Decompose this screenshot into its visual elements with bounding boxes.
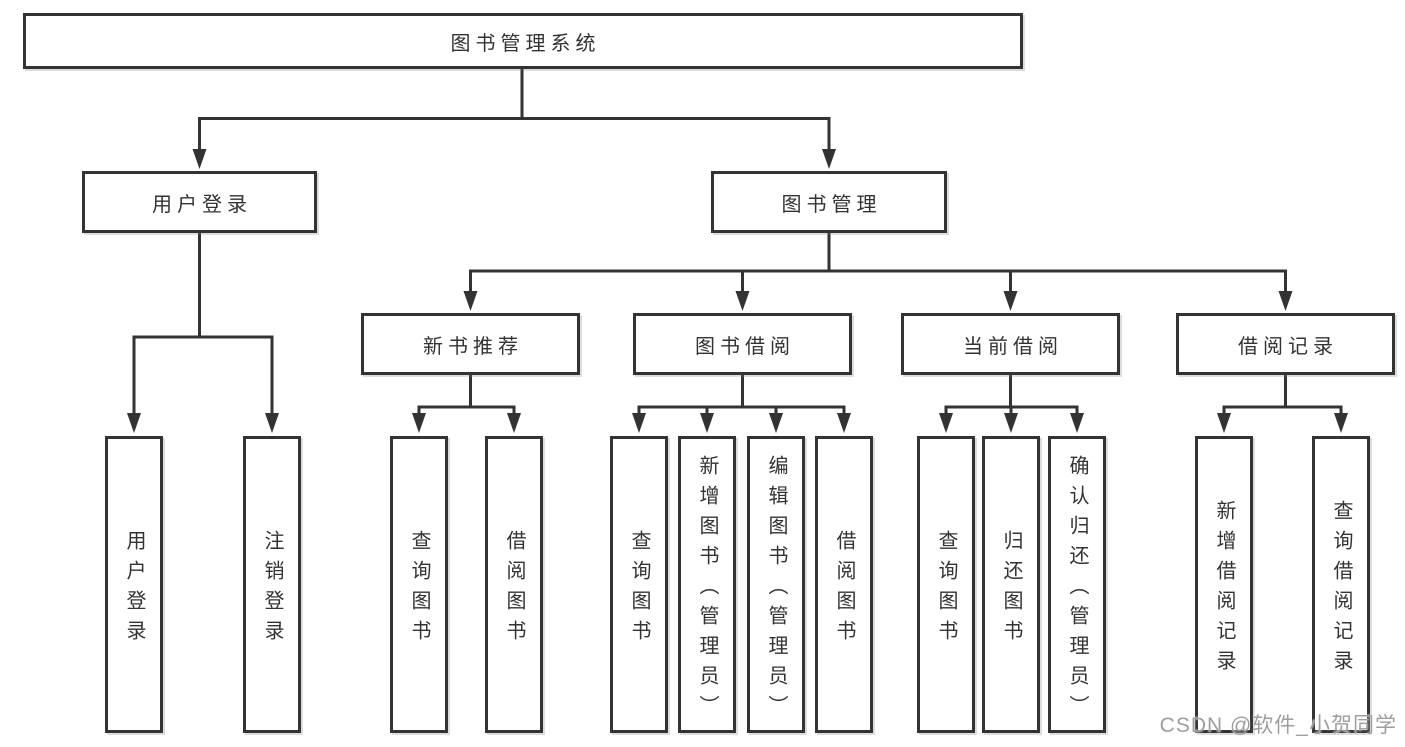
leaf-current-query-books: 查询图书 bbox=[917, 436, 975, 733]
leaf-borrowing-add-books-admin: 新增图书（管理员） bbox=[678, 436, 736, 733]
leaf-label: 确认归还（管理员） bbox=[1066, 454, 1088, 725]
leaf-borrowing-borrow-books: 借阅图书 bbox=[815, 436, 873, 733]
node-label: 图书管理系统 bbox=[450, 32, 601, 55]
leaf-label: 查询借阅记录 bbox=[1330, 499, 1352, 680]
leaf-current-return-books: 归还图书 bbox=[982, 436, 1040, 733]
node-book-management: 图书管理 bbox=[711, 171, 947, 233]
node-label: 借阅记录 bbox=[1238, 335, 1338, 358]
leaf-borrowing-edit-books-admin: 编辑图书（管理员） bbox=[747, 436, 805, 733]
node-label: 图书借阅 bbox=[695, 335, 795, 358]
arrowhead-icons bbox=[127, 149, 1348, 433]
node-label: 用户登录 bbox=[152, 193, 252, 216]
leaf-borrowing-query-books: 查询图书 bbox=[610, 436, 668, 733]
leaf-recommend-query-books: 查询图书 bbox=[390, 436, 448, 733]
node-label: 新书推荐 bbox=[423, 335, 523, 358]
node-book-borrowing: 图书借阅 bbox=[633, 313, 852, 375]
leaf-label: 查询图书 bbox=[628, 529, 650, 650]
leaf-label: 借阅图书 bbox=[833, 529, 855, 650]
leaf-recommend-borrow-books: 借阅图书 bbox=[485, 436, 543, 733]
leaf-label: 新增借阅记录 bbox=[1213, 499, 1235, 680]
leaf-records-query-record: 查询借阅记录 bbox=[1312, 436, 1370, 733]
node-label: 当前借阅 bbox=[963, 335, 1063, 358]
node-new-book-recommend: 新书推荐 bbox=[361, 313, 580, 375]
node-user-login: 用户登录 bbox=[82, 171, 317, 233]
leaf-label: 查询图书 bbox=[408, 529, 430, 650]
leaf-label: 编辑图书（管理员） bbox=[765, 454, 787, 725]
watermark: CSDN @软件_小贺同学 bbox=[1159, 714, 1397, 737]
leaf-label: 借阅图书 bbox=[503, 529, 525, 650]
leaf-label: 新增图书（管理员） bbox=[696, 454, 718, 725]
leaf-label: 查询图书 bbox=[935, 529, 957, 650]
leaf-records-add-record: 新增借阅记录 bbox=[1195, 436, 1253, 733]
node-current-borrowing: 当前借阅 bbox=[901, 313, 1120, 375]
leaf-label: 归还图书 bbox=[1000, 529, 1022, 650]
leaf-current-confirm-return-admin: 确认归还（管理员） bbox=[1048, 436, 1106, 733]
leaf-logout: 注销登录 bbox=[243, 436, 301, 733]
node-borrow-records: 借阅记录 bbox=[1176, 313, 1395, 375]
leaf-user-login: 用户登录 bbox=[105, 436, 163, 733]
node-library-management-system: 图书管理系统 bbox=[23, 13, 1023, 69]
leaf-label: 用户登录 bbox=[123, 529, 145, 650]
leaf-label: 注销登录 bbox=[261, 529, 283, 650]
node-label: 图书管理 bbox=[781, 193, 882, 216]
